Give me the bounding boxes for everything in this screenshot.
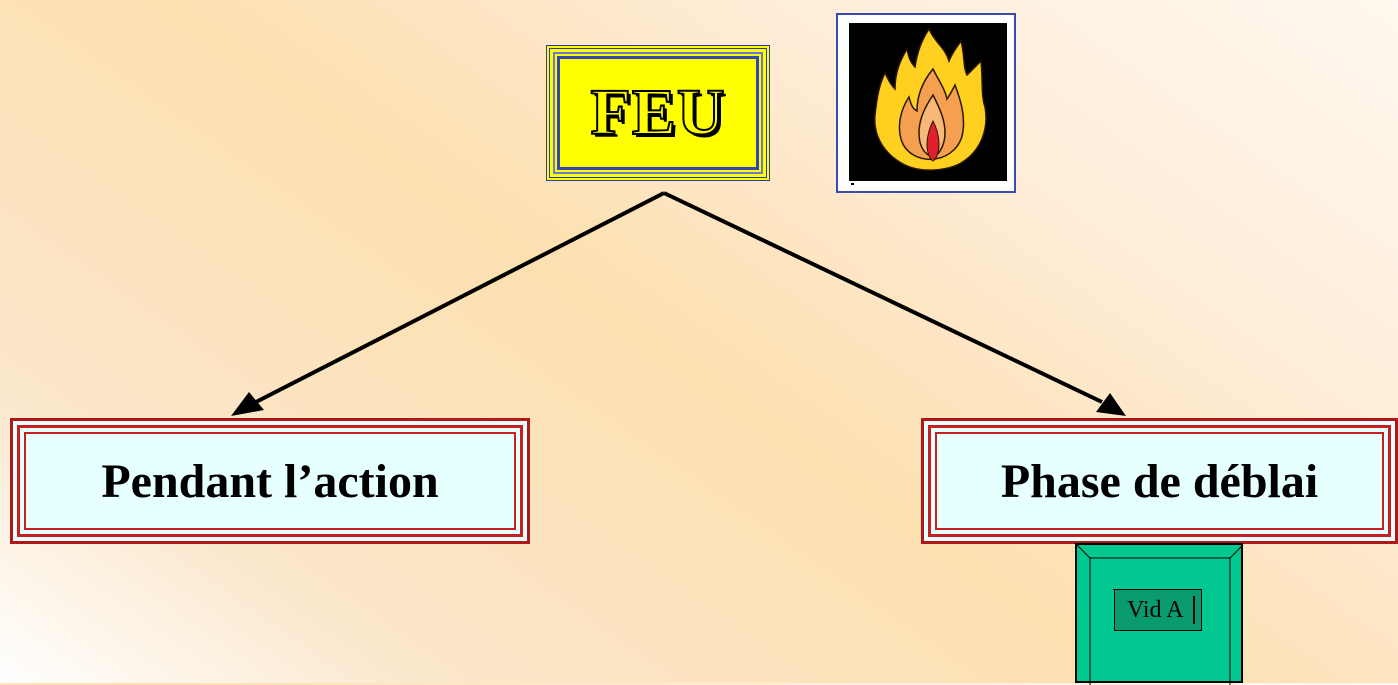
branch-node-left: Pendant l’action bbox=[10, 418, 530, 544]
arrow-left-head bbox=[231, 392, 264, 416]
arrow-left-line bbox=[255, 191, 665, 404]
button-bevel bbox=[1077, 545, 1244, 685]
video-camera-icon[interactable]: Vid A bbox=[1113, 589, 1202, 631]
fire-icon bbox=[849, 23, 1007, 185]
video-button[interactable]: Vid A bbox=[1075, 543, 1244, 685]
root-node-label: FEU bbox=[590, 76, 726, 149]
video-button-label: Vid A bbox=[1127, 596, 1184, 623]
branch-node-right: Phase de déblai bbox=[921, 418, 1398, 544]
fire-image bbox=[836, 13, 1016, 193]
arrow-right-head bbox=[1096, 393, 1126, 416]
branch-right-label: Phase de déblai bbox=[1000, 454, 1319, 508]
root-node-feu: FEU bbox=[546, 45, 770, 181]
branch-left-label: Pendant l’action bbox=[101, 454, 439, 508]
arrow-right-line bbox=[663, 191, 1103, 404]
